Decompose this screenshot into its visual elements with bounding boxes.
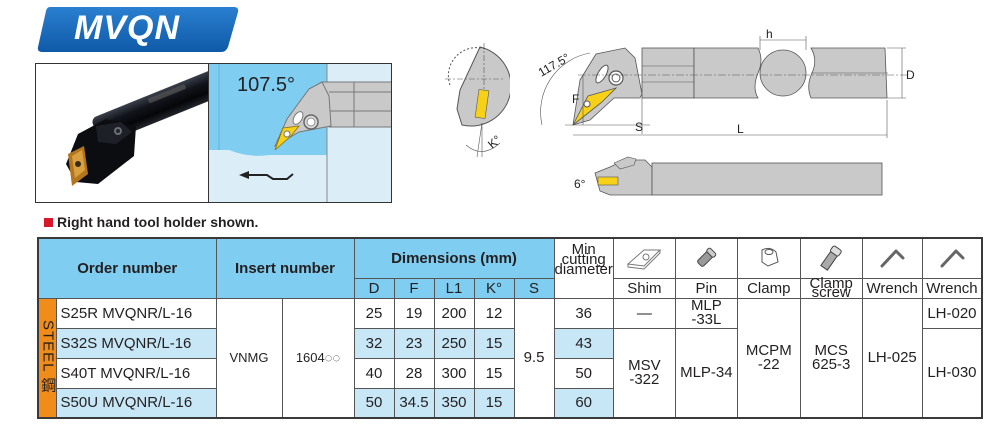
wrench1-cell: LH-025 — [861, 297, 923, 419]
order-number-cell: S40T MVQNR/L-16 — [55, 357, 217, 389]
dim-k-cell: 15 — [473, 387, 515, 419]
page-title: MVQN — [74, 9, 180, 47]
right-hand-note: Right hand tool holder shown. — [44, 214, 258, 230]
header-clamp: Clamp — [736, 277, 801, 299]
pin-cell: MLP-34 — [674, 327, 738, 419]
clamp-cell: MCPM -22 — [736, 297, 801, 419]
header-shim: Shim — [612, 277, 676, 299]
table-row: STEEL 鋼 S25R MVQNR/L-16 VNMG 1604◌◌ 25 1… — [37, 297, 983, 419]
order-number-cell: S32S MVQNR/L-16 — [55, 327, 217, 359]
header-dimensions: Dimensions (mm) — [353, 237, 555, 279]
shim-cell: — — [612, 297, 676, 329]
approach-angle-label: 107.5° — [237, 74, 296, 96]
header-clamp-screw: Clamp screw — [799, 276, 863, 300]
bullet-square-icon — [44, 217, 53, 227]
dim-l1-cell: 250 — [433, 327, 475, 359]
header-order-number: Order number — [37, 237, 217, 299]
dim-k-cell: 15 — [473, 327, 515, 359]
wrench-icon — [861, 237, 923, 279]
insert-type-cell: VNMG — [215, 297, 283, 419]
dim-l-label: L — [737, 122, 744, 136]
tool-holder-photo — [66, 67, 208, 186]
header-pin: Pin — [674, 277, 738, 299]
product-photo — [35, 63, 209, 203]
header-wrench-1: Wrench — [861, 277, 923, 299]
dim-d-cell: 32 — [353, 327, 395, 359]
dim-f-cell: 23 — [393, 327, 435, 359]
title-banner: MVQN — [36, 5, 240, 53]
dim-f-cell: 28 — [393, 357, 435, 389]
wrench-icon — [921, 237, 983, 279]
min-dia-cell: 43 — [553, 327, 614, 359]
dim-d-label: D — [906, 68, 915, 82]
dim-f-cell: 19 — [393, 297, 435, 329]
dim-s-cell: 9.5 — [513, 297, 555, 419]
dim-d-cell: 50 — [353, 387, 395, 419]
header-dim-s: S — [513, 277, 555, 299]
material-steel-label: STEEL 鋼 — [37, 297, 57, 419]
shim-cell: MSV -322 — [612, 327, 676, 419]
dim-l1-cell: 300 — [433, 357, 475, 389]
spec-table: Order number Insert number Dimensions (m… — [37, 237, 984, 419]
header-dim-l1: L1 — [433, 277, 475, 299]
header-dim-d: D — [353, 277, 395, 299]
pin-cell: MLP -33L — [674, 297, 738, 329]
clamp-screw-cell: MCS 625-3 — [799, 297, 863, 419]
table-row: S40T MVQNR/L-16 40 28 300 15 50 — [38, 357, 982, 389]
min-dia-cell: 50 — [553, 357, 614, 389]
order-number-cell: S25R MVQNR/L-16 — [55, 297, 217, 329]
min-dia-cell: 36 — [553, 297, 614, 329]
top-view-drawing — [540, 36, 908, 138]
wrench2-cell: LH-030 — [921, 327, 983, 419]
header-min-cutting-diameter: Min cutting diameter — [553, 237, 614, 299]
dim-k-cell: 12 — [473, 297, 515, 329]
side-view-drawing — [594, 156, 883, 196]
header-dim-k: K° — [473, 277, 515, 299]
dim-k-cell: 15 — [473, 357, 515, 389]
dim-l1-cell: 200 — [433, 297, 475, 329]
note-text: Right hand tool holder shown. — [57, 214, 259, 230]
dim-f-cell: 34.5 — [393, 387, 435, 419]
table-row: S32S MVQNR/L-16 32 23 250 15 43 MSV -322… — [38, 327, 983, 419]
dim-d-cell: 40 — [353, 357, 395, 389]
header-insert-number: Insert number — [215, 237, 355, 299]
dim-s-label: S — [635, 120, 644, 134]
dim-l1-cell: 350 — [433, 387, 475, 419]
dim-d-cell: 25 — [353, 297, 395, 329]
side-angle-label: 6° — [574, 177, 586, 191]
min-dia-cell: 60 — [553, 387, 614, 419]
header-wrench-2: Wrench — [921, 277, 983, 299]
header-dim-f: F — [393, 277, 435, 299]
banner-shape — [37, 7, 239, 52]
clamp-icon — [736, 237, 801, 279]
schematic-drawing — [209, 64, 391, 202]
pin-icon — [674, 237, 738, 279]
shim-icon — [612, 237, 676, 279]
table-row: S50U MVQNR/L-16 50 34.5 350 15 60 — [38, 387, 982, 419]
order-number-cell: S50U MVQNR/L-16 — [55, 387, 217, 419]
dim-f-label: F — [572, 92, 580, 106]
insert-size-cell: 1604◌◌ — [281, 297, 355, 419]
wrench2-cell: LH-020 — [921, 297, 983, 329]
clamp-screw-icon — [799, 237, 863, 279]
end-view-drawing — [445, 43, 510, 158]
dim-h-label: h — [766, 27, 773, 41]
machining-schematic: 107.5° — [208, 63, 392, 203]
